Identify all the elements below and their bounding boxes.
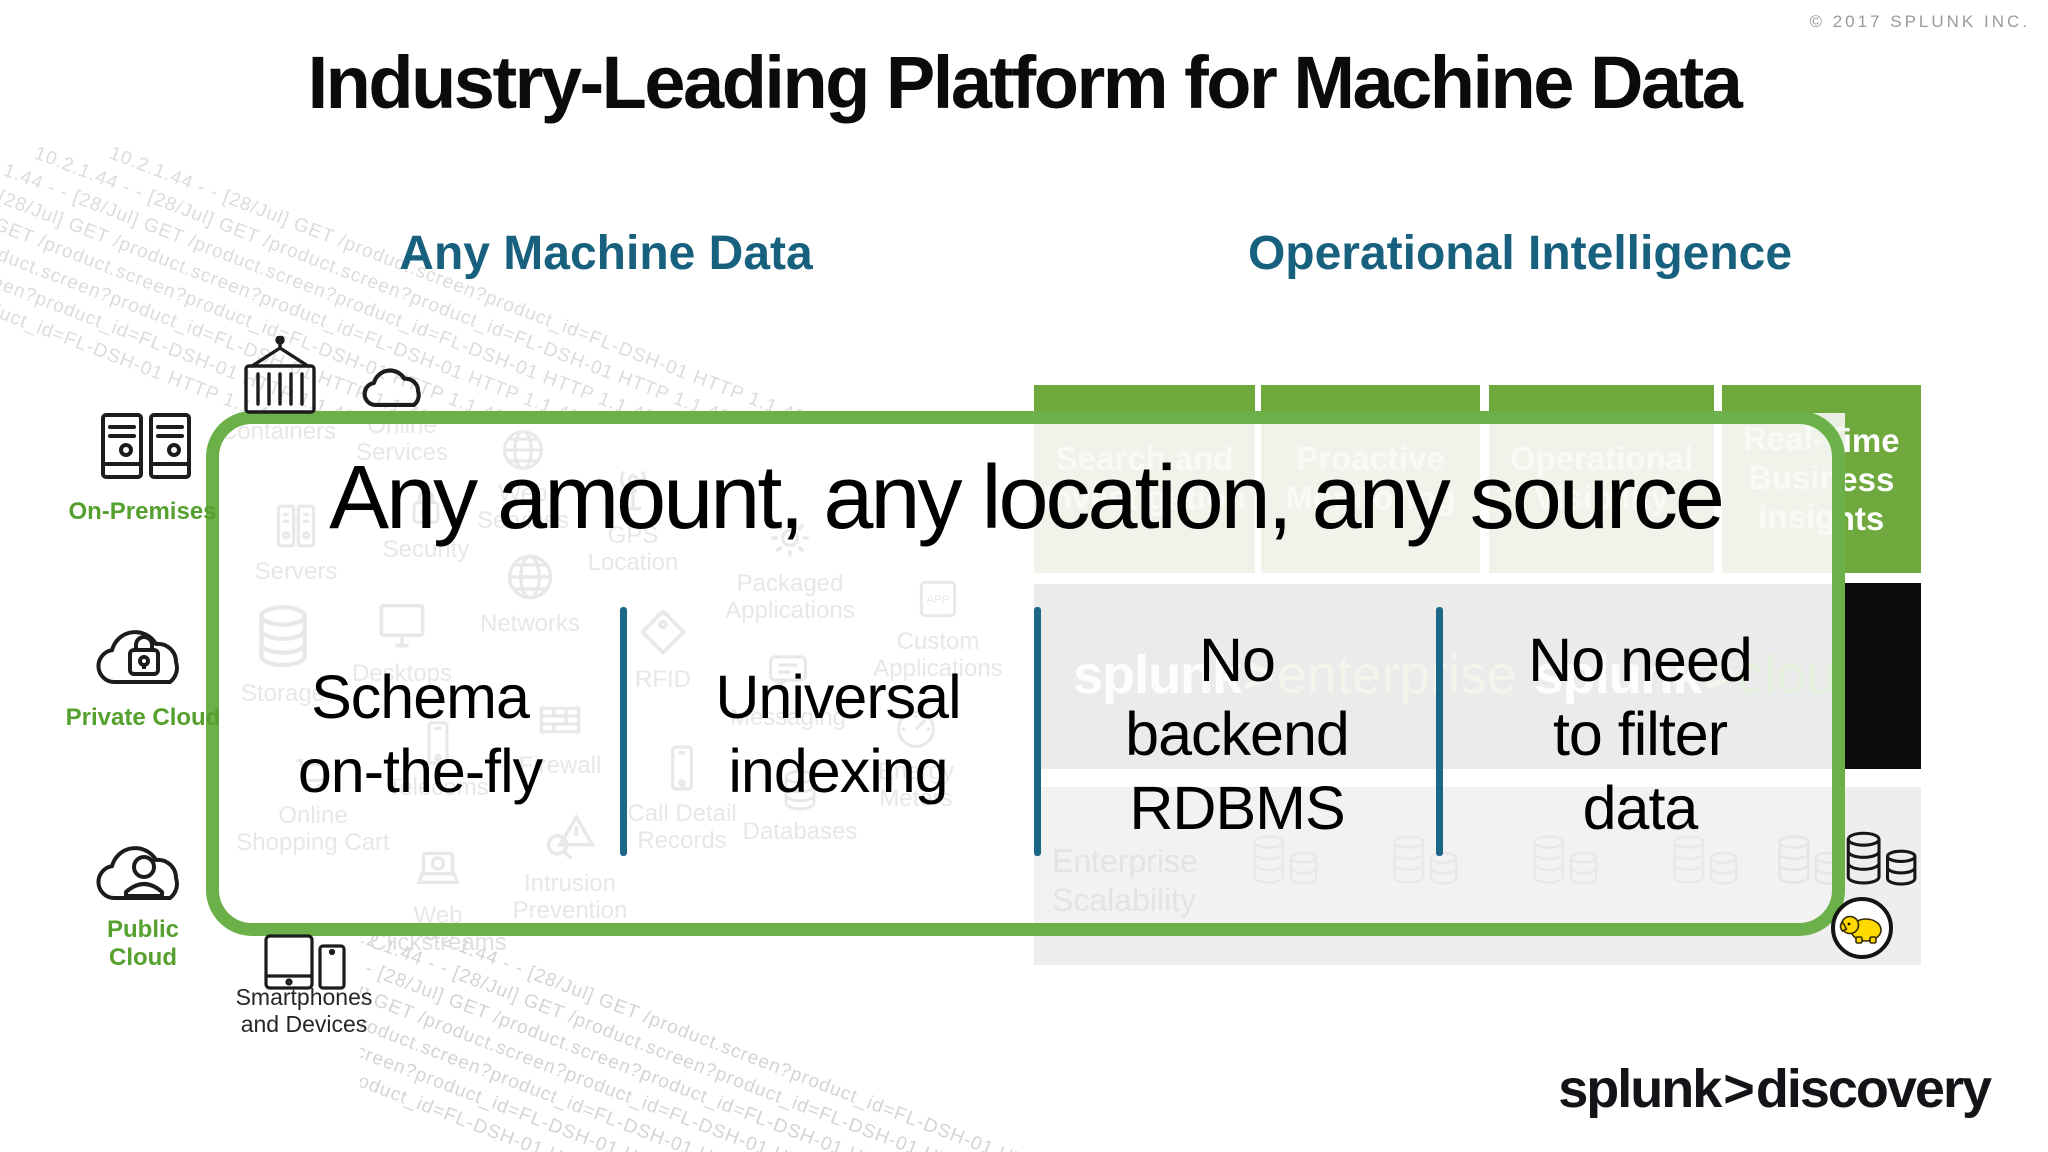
source-rfid: RFID — [578, 602, 748, 693]
on-premises-servers-icon — [101, 413, 191, 479]
capability-label: Search and Investigation — [1042, 440, 1247, 516]
public-cloud-icon — [96, 846, 179, 900]
capability-strip — [1034, 385, 1255, 413]
discovery-wordmark: discovery — [1755, 1059, 1992, 1119]
private-cloud-icon — [96, 630, 179, 684]
capability-box-insights-exposed: Real-Time Business Insights — [1845, 385, 1921, 573]
capability-label: Operational Visibility — [1509, 440, 1694, 516]
source-desktops: Desktops — [317, 594, 487, 687]
containers-icon — [244, 336, 316, 414]
public-cloud-label: Public Cloud — [106, 916, 179, 971]
smartphones-icon — [264, 934, 346, 990]
gt-glyph: > — [1723, 1059, 1755, 1119]
online-services-cloud-icon — [362, 368, 421, 407]
watermark-log-text: 10.2.1.44 - - [28/Jul] GET /product.scre… — [360, 936, 1120, 1152]
splunk-enterprise-logo: splunk>enterprise — [1073, 644, 1517, 706]
popup-item-filter: No need to filter data — [1528, 626, 1753, 842]
popup-item-indexing: Universal indexing — [715, 663, 961, 805]
splunk-wordmark: splunk — [1073, 645, 1242, 705]
gt-glyph: > — [1243, 645, 1275, 705]
capability-label: Proactive Monitoring — [1285, 440, 1456, 516]
source-security: Security — [341, 480, 511, 563]
divider — [1436, 607, 1443, 856]
source-custom-applications: Custom Applications — [853, 574, 1023, 682]
private-cloud-label: Private Cloud — [65, 704, 221, 731]
hadoop-elephant-icon — [1831, 897, 1893, 959]
heading-operational-intelligence: Operational Intelligence — [1247, 227, 1793, 280]
capability-strip — [1489, 385, 1714, 413]
source-online-shopping-cart: Online Shopping Cart — [228, 748, 398, 856]
page-title: Industry-Leading Platform for Machine Da… — [307, 41, 1743, 124]
dark-panel — [1845, 583, 1921, 769]
source-messaging: Messaging — [703, 644, 873, 731]
callout-popup — [206, 411, 1845, 936]
splunk-discovery-logo: splunk > discovery — [1558, 1058, 1992, 1120]
source-firewall: Firewall — [475, 692, 645, 779]
on-premises-label: On-Premises — [68, 498, 217, 525]
popup-item-schema: Schema on-the-fly — [297, 663, 543, 805]
enterprise-wordmark: enterprise — [1276, 645, 1517, 705]
popup-headline: Any amount, any location, any source — [329, 448, 1725, 548]
smartphones-label: Smartphones and Devices — [235, 984, 373, 1037]
splunk-wordmark: splunk — [1558, 1059, 1722, 1119]
source-networks: Networks — [445, 548, 615, 637]
copyright: © 2017 SPLUNK INC. — [1809, 12, 2030, 31]
watermark-bottom-clip: 10.2.1.44 - - [28/Jul] GET /product.scre… — [360, 936, 1120, 1152]
source-telecoms: Telecoms — [353, 716, 523, 801]
divider — [1034, 607, 1041, 856]
source-intrusion-prevention: Intrusion Prevention — [485, 806, 655, 924]
heading-any-machine-data: Any Machine Data — [399, 227, 813, 280]
source-energy-meters: Energy Meters — [831, 702, 1001, 812]
source-databases: Databases — [715, 766, 885, 845]
source-call-detail-records: Call Detail Records — [597, 740, 767, 854]
source-storage: Storage — [198, 596, 368, 707]
splunk-wordmark: splunk — [1533, 645, 1703, 705]
popup-item-rdbms: No backend RDBMS — [1125, 626, 1350, 842]
divider — [620, 607, 627, 856]
capability-strip — [1261, 385, 1480, 413]
source-gps-location: GPS Location — [548, 462, 718, 576]
source-web-services: Web Services — [438, 424, 608, 534]
splunk-cloud-logo: splunk>cloud — [1520, 644, 1880, 706]
gt-glyph: > — [1703, 645, 1736, 705]
capability-label: Real-Time Business Insights — [1845, 422, 1900, 537]
source-servers: Servers — [211, 498, 381, 585]
enterprise-scalability-label: Enterprise Scalability — [1052, 843, 1198, 918]
source-packaged-applications: Packaged Applications — [705, 510, 875, 624]
